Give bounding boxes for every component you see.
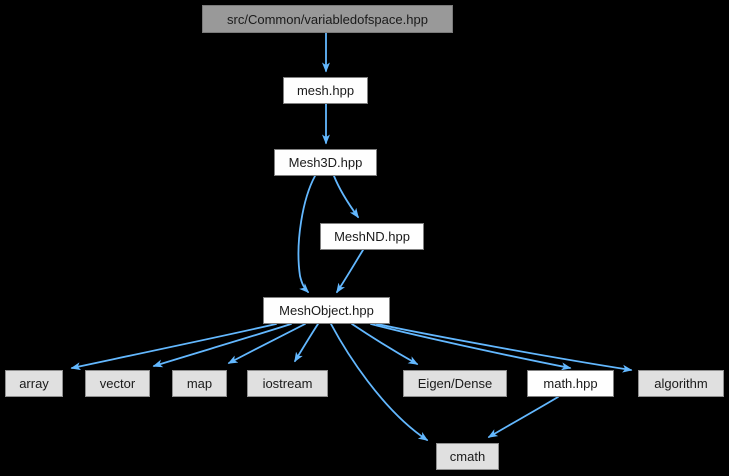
graph-node-meshobject[interactable]: MeshObject.hpp: [263, 297, 390, 324]
graph-node-map[interactable]: map: [172, 370, 227, 397]
graph-node-label: mesh.hpp: [296, 83, 355, 98]
graph-edge-meshobject-to-array: [70, 323, 277, 371]
graph-node-cmath[interactable]: cmath: [436, 443, 499, 470]
graph-node-root[interactable]: src/Common/variabledofspace.hpp: [202, 5, 453, 33]
graph-node-label: MeshObject.hpp: [279, 303, 374, 318]
graph-node-mesh3d[interactable]: Mesh3D.hpp: [274, 149, 377, 176]
graph-node-label: map: [186, 376, 213, 391]
graph-node-array[interactable]: array: [5, 370, 63, 397]
graph-node-iostream[interactable]: iostream: [247, 370, 328, 397]
graph-node-mathhpp[interactable]: math.hpp: [527, 370, 614, 397]
graph-edge-mesh3d-to-meshobject: [297, 175, 316, 294]
graph-node-label: Mesh3D.hpp: [288, 155, 363, 170]
graph-edge-meshobject-to-mathhpp: [370, 323, 572, 371]
graph-edge-meshobject-to-algorithm: [376, 323, 633, 373]
graph-edge-meshobject-to-iostream: [294, 323, 319, 363]
graph-node-label: array: [19, 376, 49, 391]
graph-node-meshnd[interactable]: MeshND.hpp: [320, 223, 424, 250]
graph-node-algorithm[interactable]: algorithm: [638, 370, 724, 397]
graph-edge-meshobject-to-eigendense: [351, 323, 419, 365]
graph-edge-mathhpp-to-cmath: [487, 396, 559, 438]
graph-node-label: algorithm: [654, 376, 708, 391]
graph-node-label: Eigen/Dense: [417, 376, 493, 391]
graph-edge-mesh3d-to-meshnd: [333, 175, 359, 219]
graph-node-label: iostream: [262, 376, 313, 391]
graph-node-label: src/Common/variabledofspace.hpp: [227, 11, 428, 27]
graph-edge-meshnd-to-meshobject: [336, 249, 364, 294]
graph-node-label: cmath: [449, 449, 486, 464]
graph-edge-meshobject-to-map: [227, 323, 306, 364]
graph-node-label: math.hpp: [543, 376, 598, 391]
graph-node-label: vector: [99, 376, 136, 391]
graph-node-eigendense[interactable]: Eigen/Dense: [403, 370, 507, 397]
graph-node-vector[interactable]: vector: [85, 370, 150, 397]
graph-edge-meshobject-to-vector: [152, 323, 292, 368]
graph-node-label: MeshND.hpp: [334, 229, 410, 244]
graph-node-mesh[interactable]: mesh.hpp: [283, 77, 368, 104]
